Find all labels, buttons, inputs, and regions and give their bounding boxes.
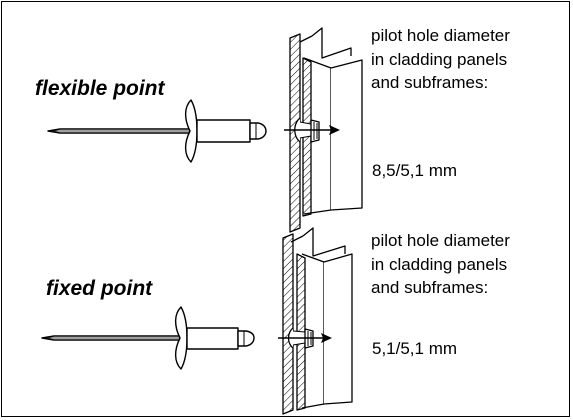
panel-label-flexible: flexible point — [35, 77, 165, 100]
spec-line: and subframes: — [371, 278, 489, 297]
rivet-flexible-icon — [47, 99, 267, 163]
spec-text-fixed: pilot hole diameter in cladding panels a… — [371, 229, 510, 300]
rivet-fixed-icon — [41, 306, 255, 370]
section-fixed-icon — [278, 227, 353, 415]
spec-text-flexible: pilot hole diameter in cladding panels a… — [371, 24, 510, 95]
panel-label-fixed: fixed point — [46, 277, 153, 300]
spec-line: in cladding panels — [371, 254, 508, 274]
spec-line: pilot hole diameter — [371, 26, 510, 45]
spec-line: in cladding panels — [371, 49, 508, 69]
section-flexible-icon — [284, 27, 363, 233]
diameter-value-flexible: 8,5/5,1 mm — [372, 161, 458, 180]
spec-line: and subframes: — [371, 73, 489, 92]
diameter-value-fixed: 5,1/5,1 mm — [372, 339, 458, 358]
spec-line: pilot hole diameter — [371, 231, 510, 250]
